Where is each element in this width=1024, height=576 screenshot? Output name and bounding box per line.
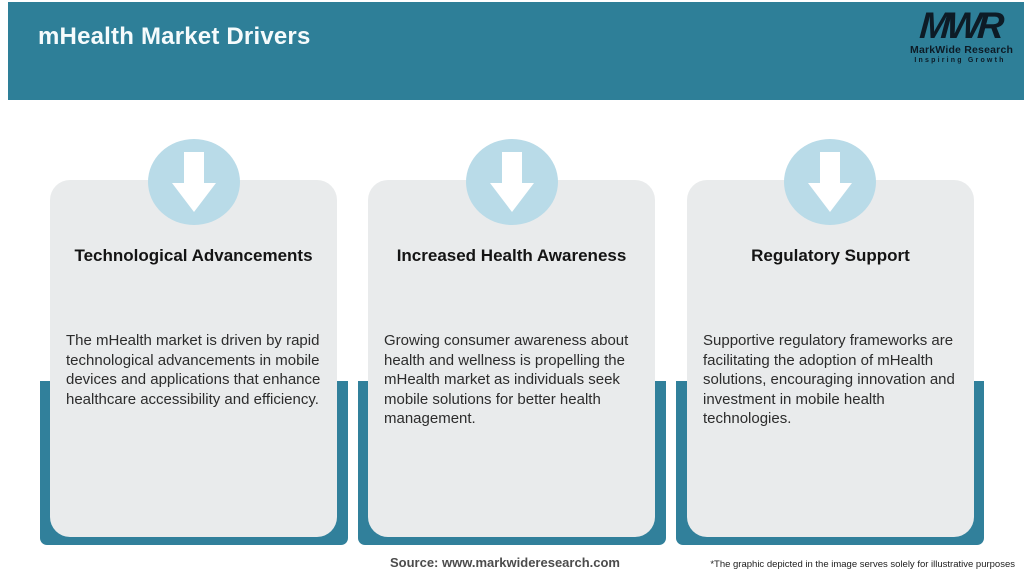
source-text: Source: www.markwideresearch.com: [389, 555, 620, 570]
brand-logo: MWR MarkWide Research Inspiring Growth: [910, 5, 1014, 64]
card-title: Increased Health Awareness: [396, 246, 627, 265]
down-arrow-icon: [466, 139, 558, 225]
card-title: Technological Advancements: [74, 246, 313, 265]
card-description: The mHealth market is driven by rapid te…: [66, 332, 321, 408]
down-arrow-icon: [784, 139, 876, 225]
driver-card-increased-health-awareness: Increased Health Awareness Growing consu…: [368, 180, 655, 537]
card-title: Regulatory Support: [751, 246, 910, 265]
disclaimer-text: *The graphic depicted in the image serve…: [710, 559, 1015, 570]
driver-card-technological-advancements: Technological Advancements The mHealth m…: [50, 180, 337, 537]
page-title: mHealth Market Drivers: [38, 23, 311, 50]
header-bar: mHealth Market Drivers MWR MarkWide Rese…: [8, 2, 1024, 100]
down-arrow-icon: [148, 139, 240, 225]
logo-company-name: MarkWide Research: [910, 44, 1014, 56]
logo-acronym: MWR: [918, 5, 1002, 46]
driver-card-regulatory-support: Regulatory Support Supportive regulatory…: [687, 180, 974, 537]
logo-tagline: Inspiring Growth: [914, 57, 1006, 64]
card-description: Supportive regulatory frameworks are fac…: [703, 332, 955, 427]
card-description: Growing consumer awareness about health …: [384, 332, 629, 427]
